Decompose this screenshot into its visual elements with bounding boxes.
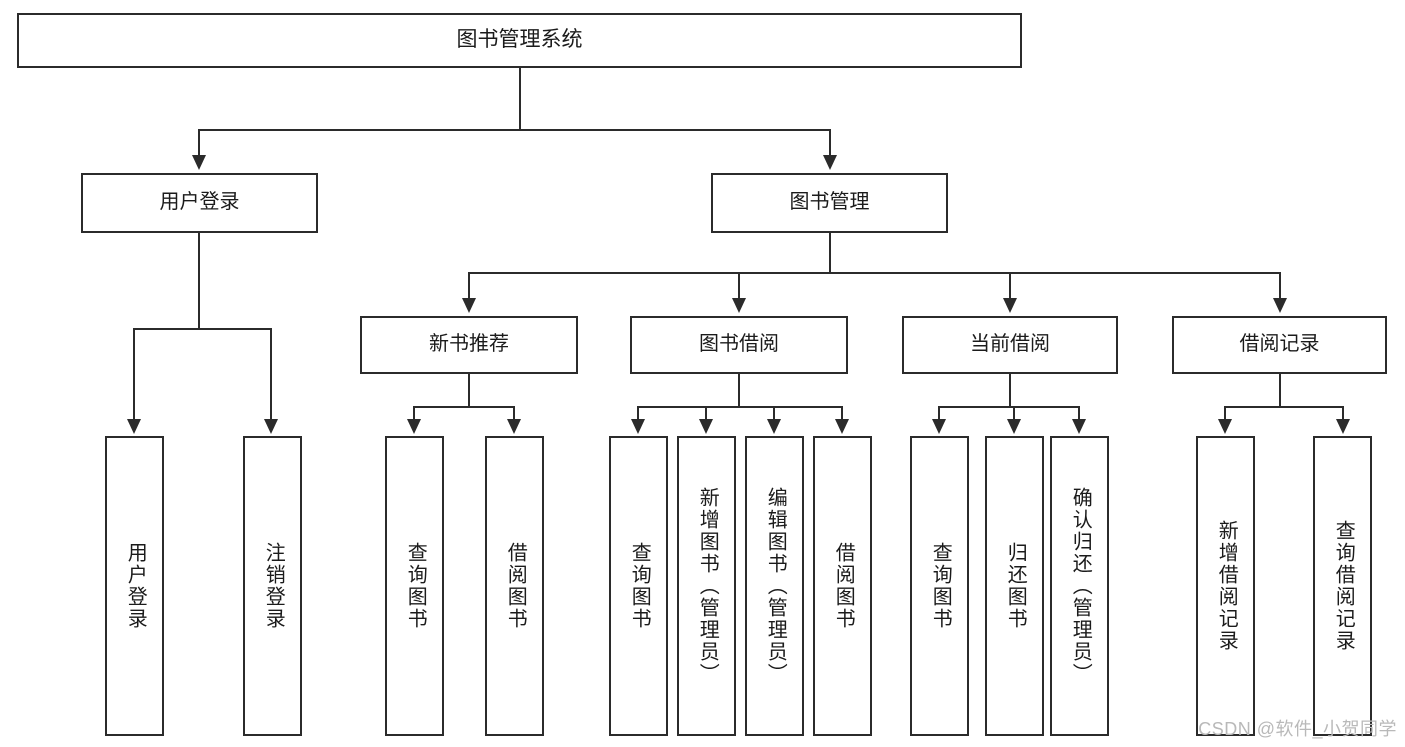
arrow-current-borrow-leaf3-icon <box>1072 419 1086 434</box>
edge-new-book-stem <box>468 374 470 407</box>
arrow-book-borrow-leaf1-icon <box>631 419 645 434</box>
arrow-user-login-leaf2-icon <box>264 419 278 434</box>
leaf-book-borrow-add[interactable]: 新增图书（管理员） <box>677 436 736 736</box>
arrow-to-book-manage-icon <box>823 155 837 170</box>
arrow-borrow-record-leaf1-icon <box>1218 419 1232 434</box>
edge-to-new-book <box>468 272 470 299</box>
node-label: 新增图书（管理员） <box>696 487 719 685</box>
node-label: 图书管理 <box>789 191 870 214</box>
arrow-new-book-leaf1-icon <box>407 419 421 434</box>
node-borrow-record[interactable]: 借阅记录 <box>1172 316 1387 374</box>
node-label: 借阅图书 <box>504 542 527 630</box>
node-label: 注销登录 <box>262 542 285 630</box>
leaf-book-borrow-lend[interactable]: 借阅图书 <box>813 436 872 736</box>
arrow-current-borrow-leaf1-icon <box>932 419 946 434</box>
arrow-new-book-leaf2-icon <box>507 419 521 434</box>
edge-book-borrow-leaf3 <box>773 406 775 420</box>
leaf-book-borrow-edit[interactable]: 编辑图书（管理员） <box>745 436 804 736</box>
arrow-user-login-leaf1-icon <box>127 419 141 434</box>
edge-book-borrow-stem <box>738 374 740 407</box>
arrow-book-borrow-leaf3-icon <box>767 419 781 434</box>
node-label: 归还图书 <box>1004 542 1027 630</box>
arrow-to-current-borrow-icon <box>1003 298 1017 313</box>
edge-to-book-manage <box>829 129 831 157</box>
leaf-current-borrow-confirm-return[interactable]: 确认归还（管理员） <box>1050 436 1109 736</box>
edge-borrow-record-leaf1 <box>1224 406 1226 420</box>
node-label: 新增借阅记录 <box>1215 520 1238 652</box>
node-current-borrow[interactable]: 当前借阅 <box>902 316 1118 374</box>
edge-borrow-record-leaf2 <box>1342 406 1344 420</box>
node-label: 查询图书 <box>404 542 427 630</box>
node-book-borrow[interactable]: 图书借阅 <box>630 316 848 374</box>
edge-new-book-bus <box>413 406 515 408</box>
arrow-to-user-login-icon <box>192 155 206 170</box>
leaf-current-borrow-query[interactable]: 查询图书 <box>910 436 969 736</box>
edge-user-login-stem <box>198 233 200 329</box>
node-label: 新书推荐 <box>429 333 509 356</box>
edge-book-borrow-leaf4 <box>841 406 843 420</box>
edge-current-borrow-leaf1 <box>938 406 940 420</box>
edge-to-book-borrow <box>738 272 740 299</box>
leaf-new-book-borrow[interactable]: 借阅图书 <box>485 436 544 736</box>
leaf-user-login-signin[interactable]: 用户登录 <box>105 436 164 736</box>
arrow-to-borrow-record-icon <box>1273 298 1287 313</box>
arrow-to-new-book-icon <box>462 298 476 313</box>
edge-user-login-bus <box>133 328 270 330</box>
edge-current-borrow-leaf3 <box>1078 406 1080 420</box>
edge-current-borrow-bus <box>938 406 1080 408</box>
leaf-borrow-record-add[interactable]: 新增借阅记录 <box>1196 436 1255 736</box>
node-label: 用户登录 <box>159 191 240 214</box>
node-label: 当前借阅 <box>970 333 1050 356</box>
arrow-book-borrow-leaf2-icon <box>699 419 713 434</box>
arrow-to-book-borrow-icon <box>732 298 746 313</box>
edge-level2-bus <box>198 129 830 131</box>
node-label: 用户登录 <box>124 542 147 630</box>
edge-root-stem <box>519 68 521 130</box>
node-new-book-recommend[interactable]: 新书推荐 <box>360 316 578 374</box>
edge-current-borrow-leaf2 <box>1013 406 1015 420</box>
edge-user-login-leaf2 <box>270 328 272 420</box>
node-label: 确认归还（管理员） <box>1069 487 1092 685</box>
node-label: 借阅图书 <box>832 542 855 630</box>
leaf-new-book-query[interactable]: 查询图书 <box>385 436 444 736</box>
edge-book-borrow-bus <box>637 406 843 408</box>
arrow-borrow-record-leaf2-icon <box>1336 419 1350 434</box>
leaf-borrow-record-query[interactable]: 查询借阅记录 <box>1313 436 1372 736</box>
node-label: 查询图书 <box>929 542 952 630</box>
edge-to-user-login <box>198 129 200 157</box>
edge-borrow-record-stem <box>1279 374 1281 407</box>
edge-book-borrow-leaf1 <box>637 406 639 420</box>
node-label: 查询借阅记录 <box>1332 520 1355 652</box>
edge-borrow-record-bus <box>1224 406 1343 408</box>
leaf-current-borrow-return[interactable]: 归还图书 <box>985 436 1044 736</box>
node-root-system[interactable]: 图书管理系统 <box>17 13 1022 68</box>
edge-book-borrow-leaf2 <box>705 406 707 420</box>
edge-current-borrow-stem <box>1009 374 1011 407</box>
node-user-login[interactable]: 用户登录 <box>81 173 318 233</box>
node-label: 借阅记录 <box>1239 333 1320 356</box>
leaf-book-borrow-query[interactable]: 查询图书 <box>609 436 668 736</box>
node-label: 图书管理系统 <box>456 28 583 52</box>
edge-new-book-leaf2 <box>513 406 515 420</box>
node-label: 编辑图书（管理员） <box>764 487 787 685</box>
edge-new-book-leaf1 <box>413 406 415 420</box>
edge-user-login-leaf1 <box>133 328 135 420</box>
edge-level3-bus <box>468 272 1280 274</box>
node-label: 图书借阅 <box>699 333 779 356</box>
arrow-current-borrow-leaf2-icon <box>1007 419 1021 434</box>
node-label: 查询图书 <box>628 542 651 630</box>
arrow-book-borrow-leaf4-icon <box>835 419 849 434</box>
leaf-user-login-signout[interactable]: 注销登录 <box>243 436 302 736</box>
edge-to-current-borrow <box>1009 272 1011 299</box>
edge-to-borrow-record <box>1279 272 1281 299</box>
node-book-management[interactable]: 图书管理 <box>711 173 948 233</box>
edge-book-manage-stem <box>829 233 831 273</box>
